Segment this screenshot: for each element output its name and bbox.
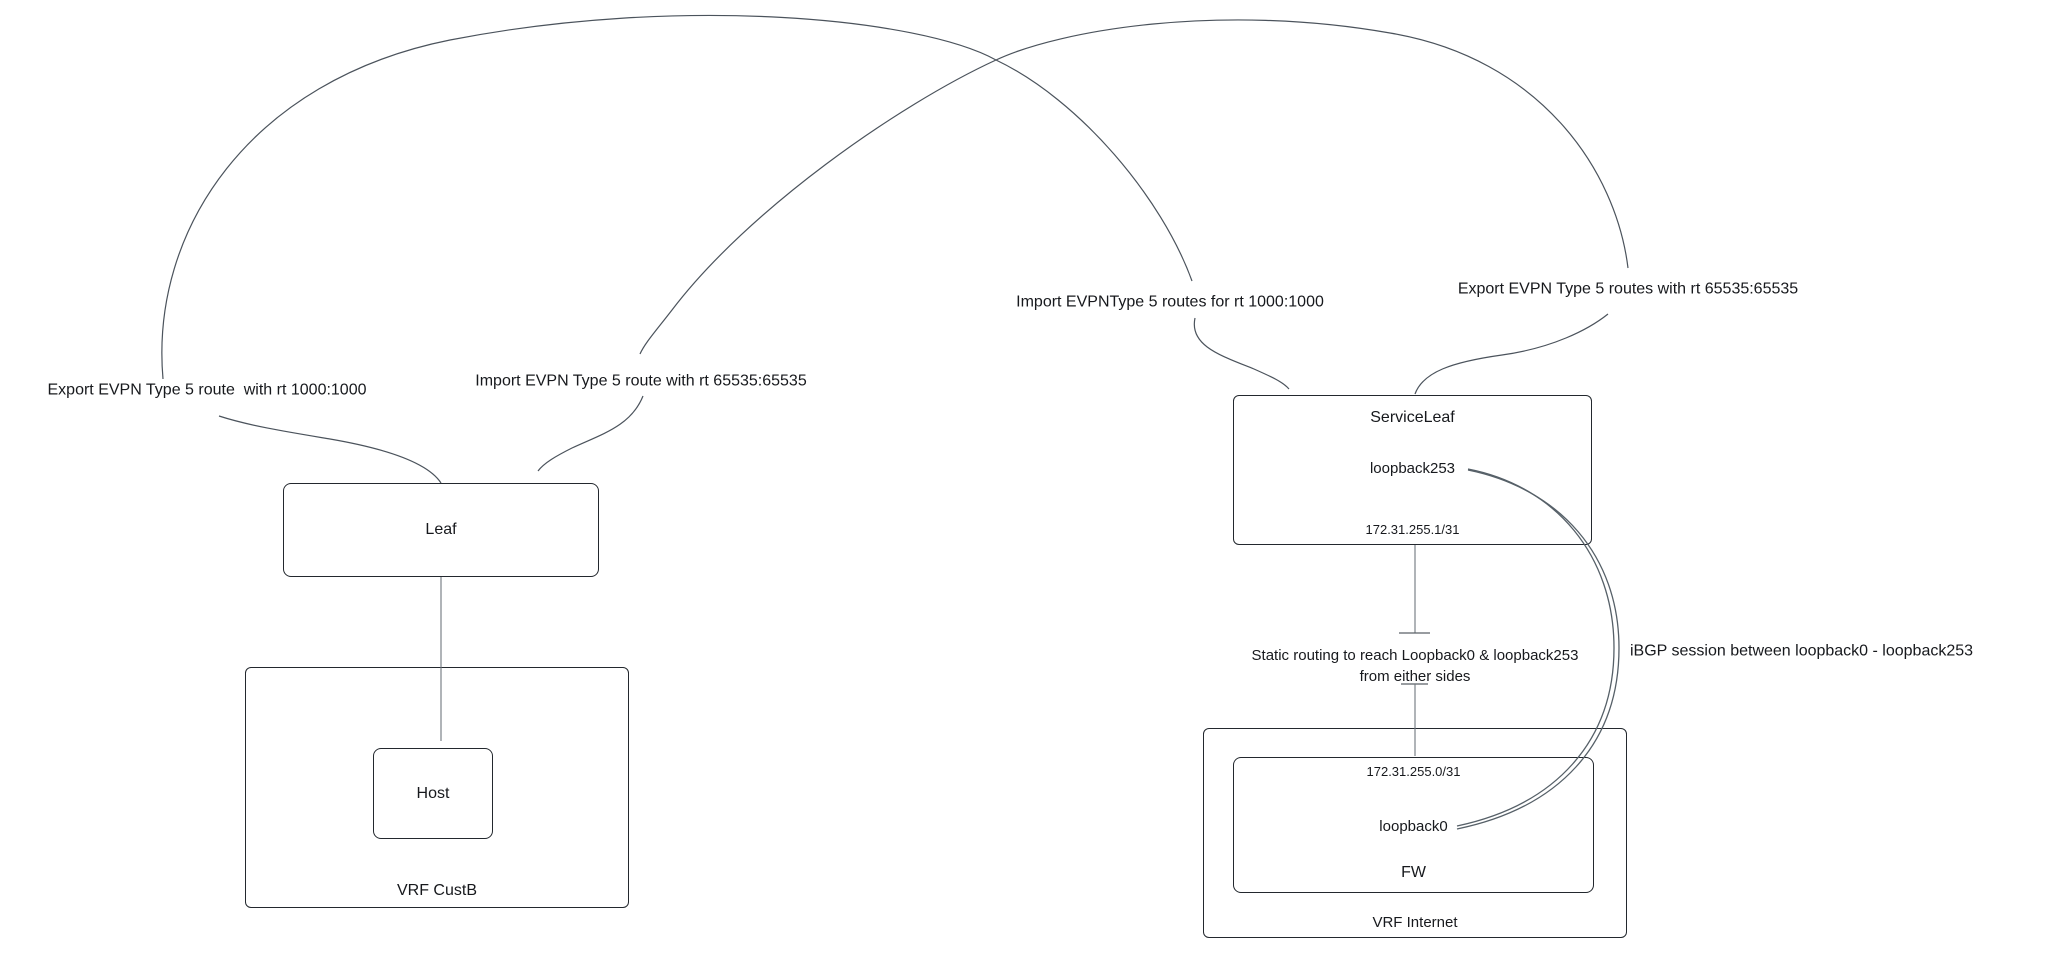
- host-box[interactable]: Host: [373, 748, 493, 839]
- annotation-ibgp-session: iBGP session between loopback0 - loopbac…: [1630, 642, 1974, 660]
- annotation-static-routing-line2: from either sides: [1359, 668, 1471, 685]
- annotation-import-rt-65535: Import EVPN Type 5 route with rt 65535:6…: [475, 372, 807, 390]
- annotation-static-routing-line1: Static routing to reach Loopback0 & loop…: [1251, 647, 1579, 664]
- vrf-custb-label: VRF CustB: [396, 882, 477, 899]
- vrf-internet-label: VRF Internet: [1372, 914, 1458, 931]
- edge-leaf-to-export-1000: [218, 415, 442, 484]
- serviceleaf-ip-label: 172.31.255.1/31: [1365, 522, 1460, 537]
- edge-import-1000-to-serviceleaf: [1193, 317, 1290, 390]
- serviceleaf-title: ServiceLeaf: [1370, 409, 1455, 426]
- serviceleaf-interface-label: loopback253: [1369, 460, 1456, 477]
- annotation-export-rt-65535: Export EVPN Type 5 routes with rt 65535:…: [1457, 280, 1799, 298]
- annotation-import-rt-1000: Import EVPNType 5 routes for rt 1000:100…: [1016, 293, 1324, 311]
- fw-ip-label: 172.31.255.0/31: [1366, 764, 1461, 779]
- leaf-box[interactable]: Leaf: [283, 483, 599, 577]
- edge-serviceleaf-to-export-65535: [1414, 313, 1609, 395]
- serviceleaf-box[interactable]: ServiceLeaf loopback253 172.31.255.1/31: [1233, 395, 1592, 545]
- arc-export-1000-to-import-1000: [161, 14, 1193, 380]
- fw-box[interactable]: 172.31.255.0/31 loopback0 FW: [1233, 757, 1594, 893]
- fw-interface-label: loopback0: [1379, 818, 1448, 835]
- annotation-export-rt-1000: Export EVPN Type 5 route with rt 1000:10…: [47, 381, 367, 399]
- annotation-static-routing: Static routing to reach Loopback0 & loop…: [1225, 645, 1605, 687]
- fw-label: FW: [1401, 864, 1426, 881]
- ibgp-session-curve: [1456, 468, 1615, 827]
- arc-export-65535-to-import-65535: [639, 19, 1629, 355]
- edge-import-65535-to-leaf: [537, 395, 644, 472]
- ibgp-session-curve-twin: [1456, 469, 1620, 830]
- host-label: Host: [416, 784, 450, 802]
- leaf-label: Leaf: [425, 521, 457, 538]
